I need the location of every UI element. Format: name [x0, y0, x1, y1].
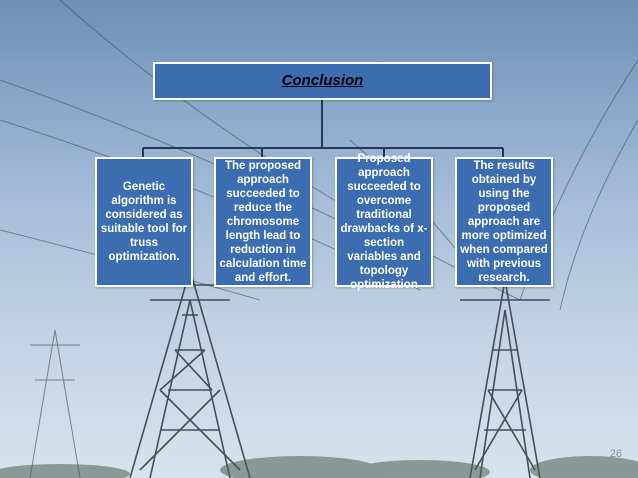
conclusion-point-text: Genetic algorithm is considered as suita… — [100, 181, 188, 263]
distant-tower — [29, 329, 81, 478]
conclusion-title-box: Conclusion — [153, 62, 492, 100]
conclusion-title: Conclusion — [281, 72, 364, 89]
tree-line — [0, 456, 638, 478]
conclusion-point-text: Proposed approach succeeded to overcome … — [340, 153, 428, 291]
conclusion-point-box: The proposed approach succeeded to reduc… — [214, 157, 312, 287]
conclusion-point-text: The proposed approach succeeded to reduc… — [219, 160, 307, 284]
conclusion-point-box: Proposed approach succeeded to overcome … — [335, 153, 433, 291]
conclusion-point-text: The results obtained by using the propos… — [460, 160, 548, 284]
page-number: 26 — [609, 448, 622, 460]
conclusion-point-box: The results obtained by using the propos… — [455, 157, 553, 287]
conclusion-point-box: Genetic algorithm is considered as suita… — [95, 157, 193, 287]
